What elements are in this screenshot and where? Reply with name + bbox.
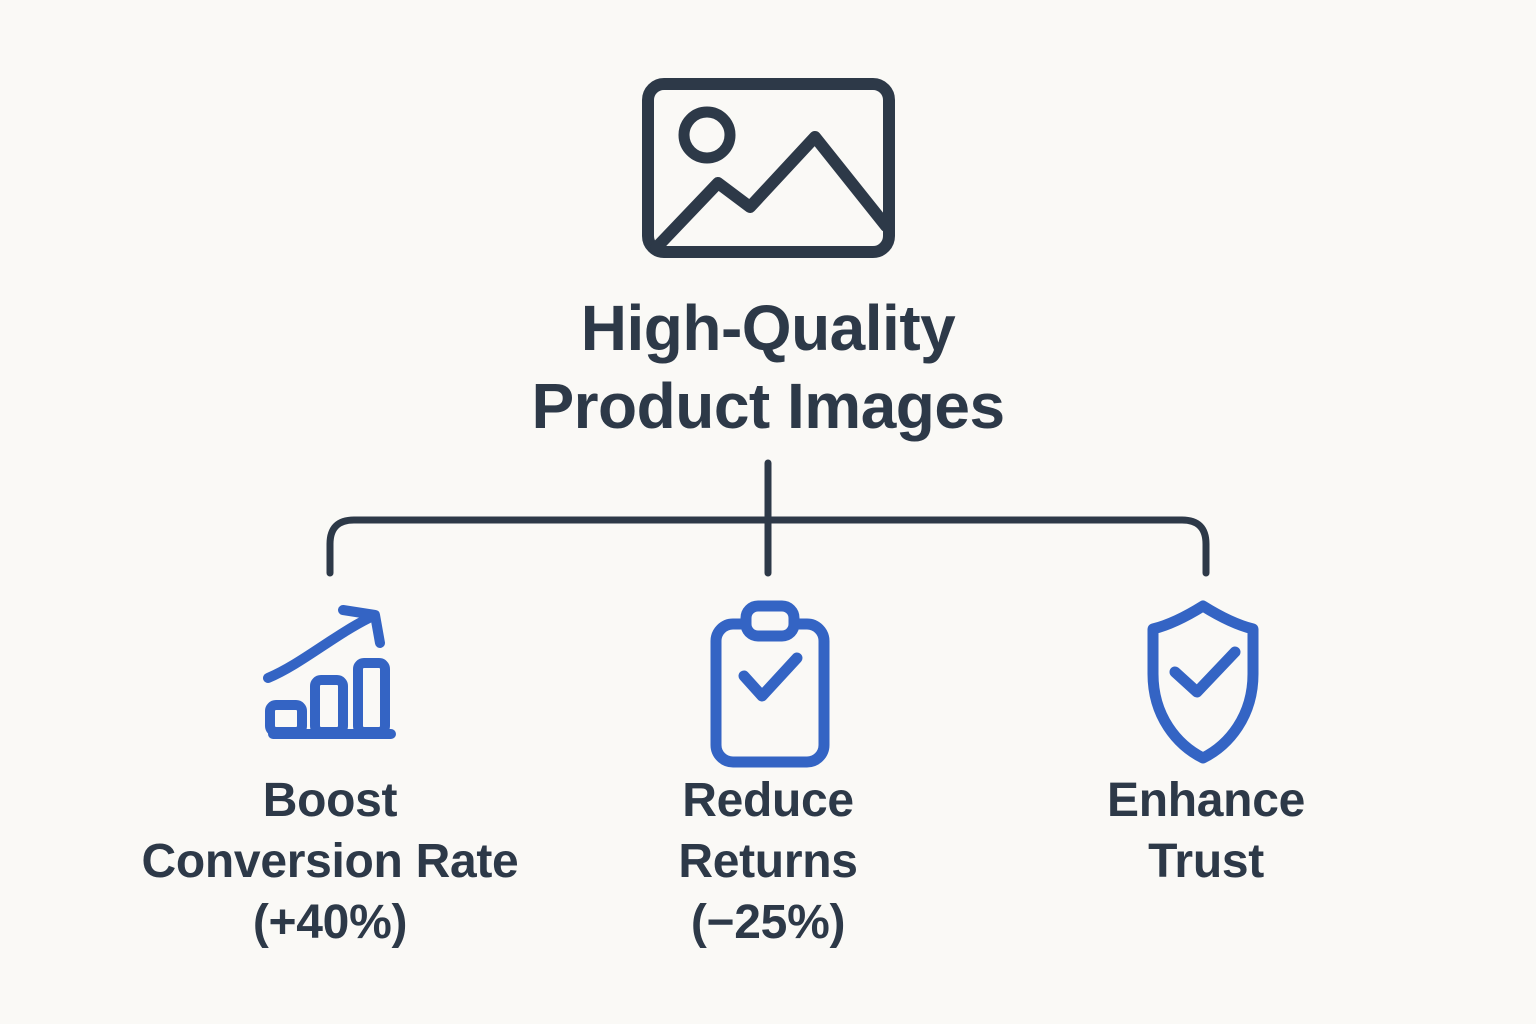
chart-arrow-curve	[263, 613, 374, 683]
product-image-icon	[642, 78, 895, 258]
branch2-line3: (−25%)	[690, 896, 846, 949]
branch1-line1: Boost	[262, 774, 398, 827]
growth-chart-icon	[263, 605, 396, 739]
branch1-line2: Conversion Rate	[141, 835, 519, 888]
chart-bar-tall	[353, 658, 390, 737]
chart-bar-small	[265, 700, 307, 737]
clipboard-clip	[740, 600, 800, 642]
connector-branch-bracket	[326, 516, 1210, 577]
shield-outline	[1147, 600, 1259, 764]
branch1-line3: (+40%)	[252, 896, 408, 949]
image-frame	[642, 78, 895, 258]
image-mountains	[650, 131, 892, 254]
clipboard-check-icon	[710, 600, 830, 768]
shield-checkmark	[1169, 646, 1241, 698]
tree-connector	[326, 459, 1210, 577]
clipboard-checkmark	[738, 652, 803, 702]
root-title-line1: High-Quality	[580, 292, 956, 364]
branch-label-reduce-returns: Reduce Returns (−25%)	[518, 770, 1018, 953]
root-title: High-Quality Product Images	[0, 289, 1536, 445]
root-title-line2: Product Images	[531, 370, 1005, 442]
branch2-line2: Returns	[678, 835, 858, 888]
chart-bar-medium	[310, 675, 348, 737]
branch2-line1: Reduce	[682, 774, 854, 827]
branch3-line2: Trust	[1148, 835, 1264, 888]
branch-label-enhance-trust: Enhance Trust	[956, 770, 1456, 892]
branch3-line1: Enhance	[1107, 774, 1305, 827]
branch-label-boost-conversion: Boost Conversion Rate (+40%)	[80, 770, 580, 953]
chart-arrow-head	[338, 605, 385, 648]
shield-check-icon	[1147, 600, 1259, 764]
image-sun	[678, 106, 736, 164]
